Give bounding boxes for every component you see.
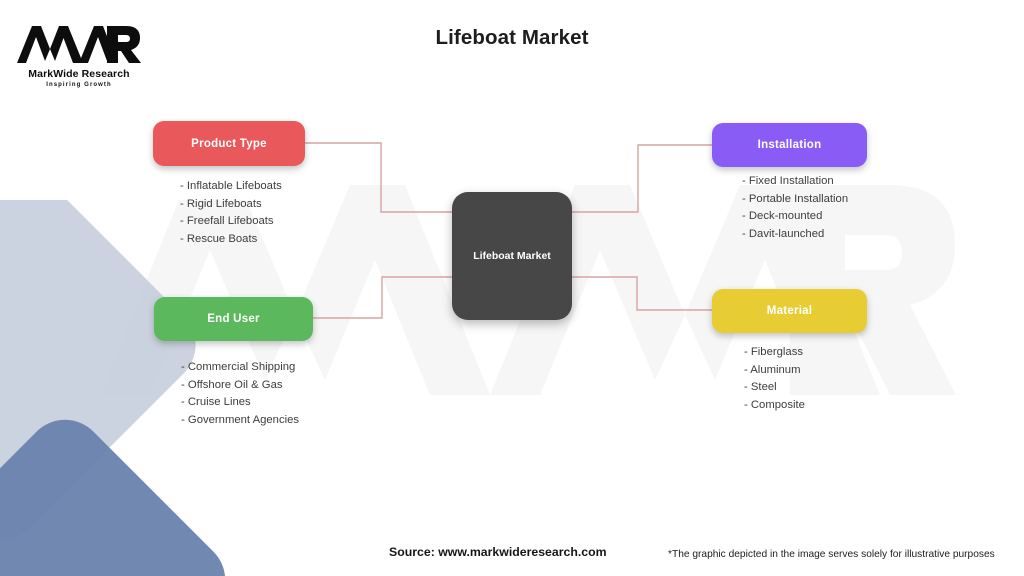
list-item: - Aluminum — [744, 363, 801, 376]
branch-node-end-user[interactable]: End User — [154, 297, 313, 341]
list-item: - Steel — [744, 381, 777, 394]
branch-label-end-user: End User — [207, 313, 260, 325]
list-item: - Commercial Shipping — [181, 361, 296, 373]
branch-node-product-type[interactable]: Product Type — [153, 121, 305, 166]
list-item: - Government Agencies — [181, 413, 300, 426]
svg-text:Inspiring Growth: Inspiring Growth — [46, 82, 112, 88]
list-item: - Cruise Lines — [181, 396, 251, 409]
branch-label-installation: Installation — [757, 139, 822, 151]
connector-installation — [569, 144, 712, 213]
list-item: - Offshore Oil & Gas — [181, 378, 283, 391]
branch-node-installation[interactable]: Installation — [712, 123, 867, 167]
branch-items-end-user: - Commercial Shipping - Offshore Oil & G… — [181, 359, 299, 429]
branch-label-material: Material — [766, 305, 813, 317]
svg-text:MarkWide Research: MarkWide Research — [28, 68, 129, 80]
list-item: - Fixed Installation — [742, 175, 834, 187]
branch-label-product-type: Product Type — [191, 137, 267, 150]
connector-product-type — [305, 142, 455, 213]
connector-material — [569, 276, 712, 311]
branch-items-material: - Fiberglass - Aluminum - Steel - Compos… — [744, 344, 805, 414]
disclaimer-note: *The graphic depicted in the image serve… — [668, 549, 995, 560]
center-node-label: Lifeboat Market — [473, 250, 551, 262]
list-item: - Composite — [744, 398, 805, 411]
list-item: - Rigid Lifeboats — [180, 197, 262, 210]
page-title: Lifeboat Market — [435, 26, 589, 49]
list-item: - Fiberglass — [744, 346, 804, 358]
branch-items-installation: - Fixed Installation - Portable Installa… — [742, 173, 848, 243]
source-attribution: Source: www.markwideresearch.com — [389, 545, 607, 559]
list-item: - Portable Installation — [742, 192, 849, 205]
list-item: - Inflatable Lifeboats — [180, 180, 282, 192]
list-item: - Deck-mounted — [742, 210, 823, 223]
list-item: - Rescue Boats — [180, 232, 258, 245]
branch-node-material[interactable]: Material — [712, 289, 867, 333]
list-item: - Davit-launched — [742, 227, 825, 240]
branch-items-product-type: - Inflatable Lifeboats - Rigid Lifeboats… — [180, 178, 282, 248]
list-item: - Freefall Lifeboats — [180, 215, 274, 228]
center-node-lifeboat-market[interactable]: Lifeboat Market — [452, 192, 572, 320]
connector-end-user — [313, 276, 455, 319]
